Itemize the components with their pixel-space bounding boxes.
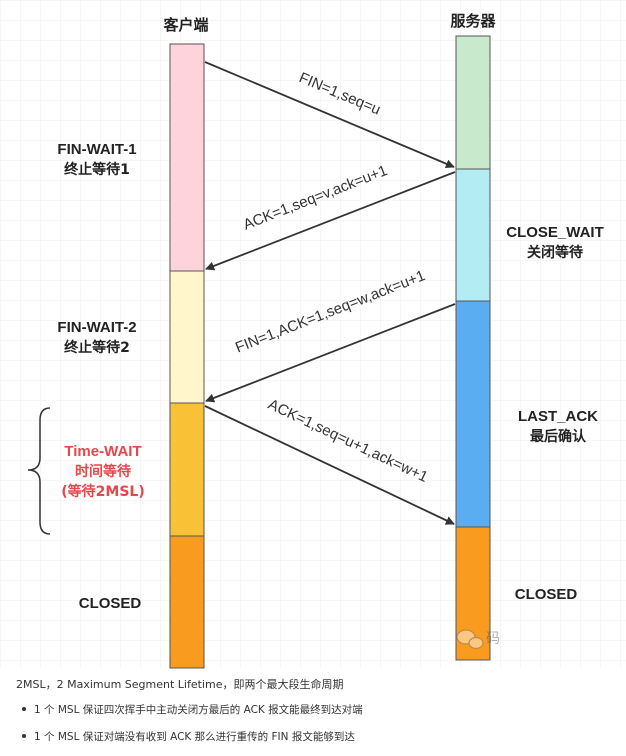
arrow-ack-server-to-client (205, 171, 456, 271)
msl-caption: 2MSL，2 Maximum Segment Lifetime，即两个最大段生命… (16, 678, 344, 691)
list-item: 1 个 MSL 保证对端没有收到 ACK 那么进行重传的 FIN 报文能够到达 (16, 729, 363, 744)
client-state-fin-wait-2: FIN-WAIT-2 (57, 319, 136, 336)
client-block-closed (169, 535, 205, 669)
server-state-closed: CLOSED (515, 586, 578, 603)
client-block-fin-wait-1 (169, 43, 205, 272)
bullet-dot-icon (22, 707, 26, 711)
grid-background (0, 0, 626, 668)
bullet-text: 1 个 MSL 保证对端没有收到 ACK 那么进行重传的 FIN 报文能够到达 (34, 731, 355, 743)
client-header: 客户端 (162, 16, 208, 34)
client-state-fin-wait-1: FIN-WAIT-1 (57, 141, 136, 158)
server-state-close-wait: CLOSE_WAIT (506, 224, 604, 241)
wechat-watermark: 码 (456, 629, 500, 650)
client-state-time-wait: Time-WAIT (64, 443, 141, 460)
arrow-fin-client-to-server (204, 61, 455, 168)
arrow-fin-ack-server-to-client (205, 303, 456, 403)
watermark-text: 码 (486, 631, 500, 647)
server-block-closed (455, 526, 491, 661)
server-block-established (455, 35, 491, 170)
client-state-time-wait-cn: 时间等待 (75, 463, 131, 480)
chat-bubble-icon-small (468, 636, 484, 650)
client-state-time-wait-2msl: (等待2MSL) (61, 483, 144, 500)
tcp-four-way-handshake-diagram: 客户端 服务器 FIN-WAIT-1 终止等待1 FIN-WAIT-2 终止等待… (0, 0, 626, 669)
arrow-ack-client-to-server (204, 405, 455, 525)
client-state-fin-wait-1-cn: 终止等待1 (64, 161, 130, 178)
chat-bubble-icon (456, 629, 476, 645)
server-state-close-wait-cn: 关闭等待 (527, 244, 583, 261)
server-state-last-ack-cn: 最后确认 (530, 428, 587, 445)
msl-bullet-list: 1 个 MSL 保证四次挥手中主动关闭方最后的 ACK 报文能最终到达对端 1 … (16, 702, 363, 756)
server-state-last-ack: LAST_ACK (518, 408, 598, 425)
client-state-closed: CLOSED (79, 595, 142, 612)
server-block-last-ack (455, 300, 491, 528)
list-item: 1 个 MSL 保证四次挥手中主动关闭方最后的 ACK 报文能最终到达对端 (16, 702, 363, 717)
server-block-close-wait (455, 168, 491, 302)
server-header: 服务器 (450, 12, 496, 30)
bullet-dot-icon (22, 734, 26, 738)
client-state-fin-wait-2-cn: 终止等待2 (64, 339, 130, 356)
client-block-fin-wait-2 (169, 270, 205, 404)
time-wait-brace (27, 407, 51, 535)
bullet-text: 1 个 MSL 保证四次挥手中主动关闭方最后的 ACK 报文能最终到达对端 (34, 704, 363, 716)
client-block-time-wait (169, 402, 205, 537)
